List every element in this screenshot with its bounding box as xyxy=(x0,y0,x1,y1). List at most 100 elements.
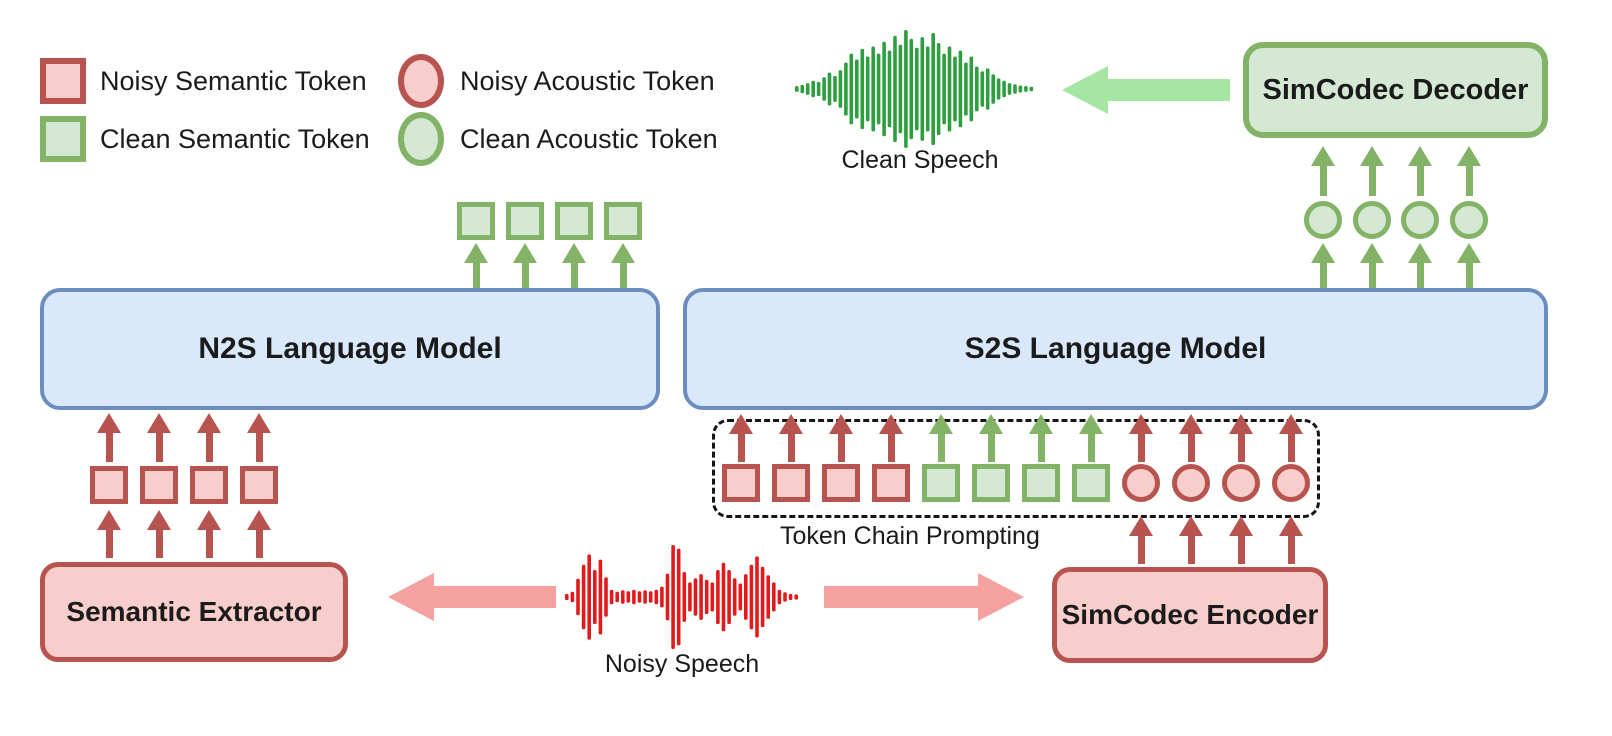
noisy-semantic-token xyxy=(140,466,178,504)
arrow-head-icon xyxy=(97,413,121,433)
arrow-n2s-output xyxy=(464,243,488,288)
arrow-shaft xyxy=(837,434,845,462)
arrow-shaft xyxy=(155,433,163,462)
arrow-encoder-output xyxy=(1279,516,1303,564)
arrow-head-icon xyxy=(1360,243,1384,263)
token-chain-label: Token Chain Prompting xyxy=(780,522,1040,550)
arrow-extractor-output xyxy=(147,510,171,558)
arrow-n2s-input xyxy=(147,413,171,462)
arrow-n2s-output xyxy=(562,243,586,288)
arrow-head-icon xyxy=(729,414,753,434)
legend-clean-semantic-swatch xyxy=(40,116,86,162)
arrow-head-icon xyxy=(1129,414,1153,434)
arrow-shaft xyxy=(255,433,263,462)
noisy-acoustic-token xyxy=(1222,464,1260,502)
arrow-head-icon xyxy=(562,243,586,263)
arrow-head-icon xyxy=(1311,243,1335,263)
arrow-shaft xyxy=(824,586,978,608)
arrow-head-icon xyxy=(1062,66,1108,114)
arrow-s2s-output xyxy=(1408,243,1432,288)
n2s-language-model-box: N2S Language Model xyxy=(40,288,660,410)
clean-semantic-token xyxy=(972,464,1010,502)
arrow-encoder-output xyxy=(1229,516,1253,564)
arrow-shaft xyxy=(1187,434,1195,462)
simcodec-decoder-label: SimCodec Decoder xyxy=(1262,73,1529,106)
arrow-shaft xyxy=(1187,536,1195,564)
arrow-chain-input xyxy=(1079,414,1103,462)
arrow-head-icon xyxy=(1229,414,1253,434)
arrow-head-icon xyxy=(147,413,171,433)
legend-label: Noisy Acoustic Token xyxy=(460,66,715,96)
noisy-acoustic-token xyxy=(1272,464,1310,502)
s2s-language-model-box: S2S Language Model xyxy=(683,288,1548,410)
arrow-head-icon xyxy=(513,243,537,263)
arrow-head-icon xyxy=(1311,146,1335,166)
semantic-extractor-label: Semantic Extractor xyxy=(66,596,322,627)
noisy-semantic-token xyxy=(240,466,278,504)
arrow-chain-input xyxy=(729,414,753,462)
arrow-head-icon xyxy=(1457,146,1481,166)
arrow-n2s-output xyxy=(513,243,537,288)
clean-speech-label: Clean Speech xyxy=(841,146,999,174)
noisy-semantic-token xyxy=(90,466,128,504)
clean-semantic-token xyxy=(555,202,593,240)
arrow-shaft xyxy=(205,530,213,558)
arrow-decoder-input xyxy=(1457,146,1481,196)
arrow-s2s-output xyxy=(1360,243,1384,288)
arrow-head-icon xyxy=(388,573,434,621)
arrow-s2s-output xyxy=(1457,243,1481,288)
noisy-semantic-token xyxy=(722,464,760,502)
arrow-chain-input xyxy=(879,414,903,462)
legend-noisy-acoustic-swatch xyxy=(398,54,444,108)
arrow-shaft xyxy=(472,263,480,288)
arrow-shaft xyxy=(155,530,163,558)
arrow-head-icon xyxy=(197,510,221,530)
arrow-head-icon xyxy=(147,510,171,530)
arrow-shaft xyxy=(1465,166,1473,196)
arrow-head-icon xyxy=(1129,516,1153,536)
arrow-chain-input xyxy=(929,414,953,462)
clean-semantic-token xyxy=(922,464,960,502)
arrow-shaft xyxy=(521,263,529,288)
arrow-noisy-speech-to-extractor xyxy=(388,573,556,621)
clean-speech-waveform-icon xyxy=(795,30,1034,148)
arrow-shaft xyxy=(619,263,627,288)
arrow-chain-input xyxy=(1279,414,1303,462)
arrow-chain-input xyxy=(1179,414,1203,462)
legend-label: Clean Semantic Token xyxy=(100,124,370,154)
legend-label: Clean Acoustic Token xyxy=(460,124,718,154)
noisy-speech-waveform-icon xyxy=(565,545,798,649)
arrow-noisy-speech-to-encoder xyxy=(824,573,1024,621)
arrow-shaft xyxy=(1416,166,1424,196)
noisy-acoustic-token xyxy=(1172,464,1210,502)
noisy-acoustic-token xyxy=(1122,464,1160,502)
s2s-label: S2S Language Model xyxy=(964,332,1267,365)
arrow-shaft xyxy=(255,530,263,558)
arrow-encoder-output xyxy=(1179,516,1203,564)
noisy-semantic-token xyxy=(190,466,228,504)
arrow-head-icon xyxy=(879,414,903,434)
arrow-n2s-input xyxy=(247,413,271,462)
arrow-shaft xyxy=(937,434,945,462)
simcodec-encoder-label: SimCodec Encoder xyxy=(1061,599,1319,630)
arrow-head-icon xyxy=(1079,414,1103,434)
arrow-chain-input xyxy=(829,414,853,462)
arrow-chain-input xyxy=(779,414,803,462)
clean-semantic-token xyxy=(1022,464,1060,502)
clean-semantic-token xyxy=(457,202,495,240)
arrow-head-icon xyxy=(1457,243,1481,263)
arrow-head-icon xyxy=(97,510,121,530)
arrow-encoder-output xyxy=(1129,516,1153,564)
arrow-head-icon xyxy=(197,413,221,433)
arrow-shaft xyxy=(1368,263,1376,288)
clean-semantic-token xyxy=(1072,464,1110,502)
arrow-s2s-output xyxy=(1311,243,1335,288)
arrow-shaft xyxy=(1287,434,1295,462)
arrow-shaft xyxy=(1137,434,1145,462)
arrow-head-icon xyxy=(829,414,853,434)
arrow-head-icon xyxy=(978,573,1024,621)
arrow-head-icon xyxy=(929,414,953,434)
arrow-head-icon xyxy=(1279,414,1303,434)
arrow-head-icon xyxy=(247,510,271,530)
arrow-decoder-input xyxy=(1408,146,1432,196)
